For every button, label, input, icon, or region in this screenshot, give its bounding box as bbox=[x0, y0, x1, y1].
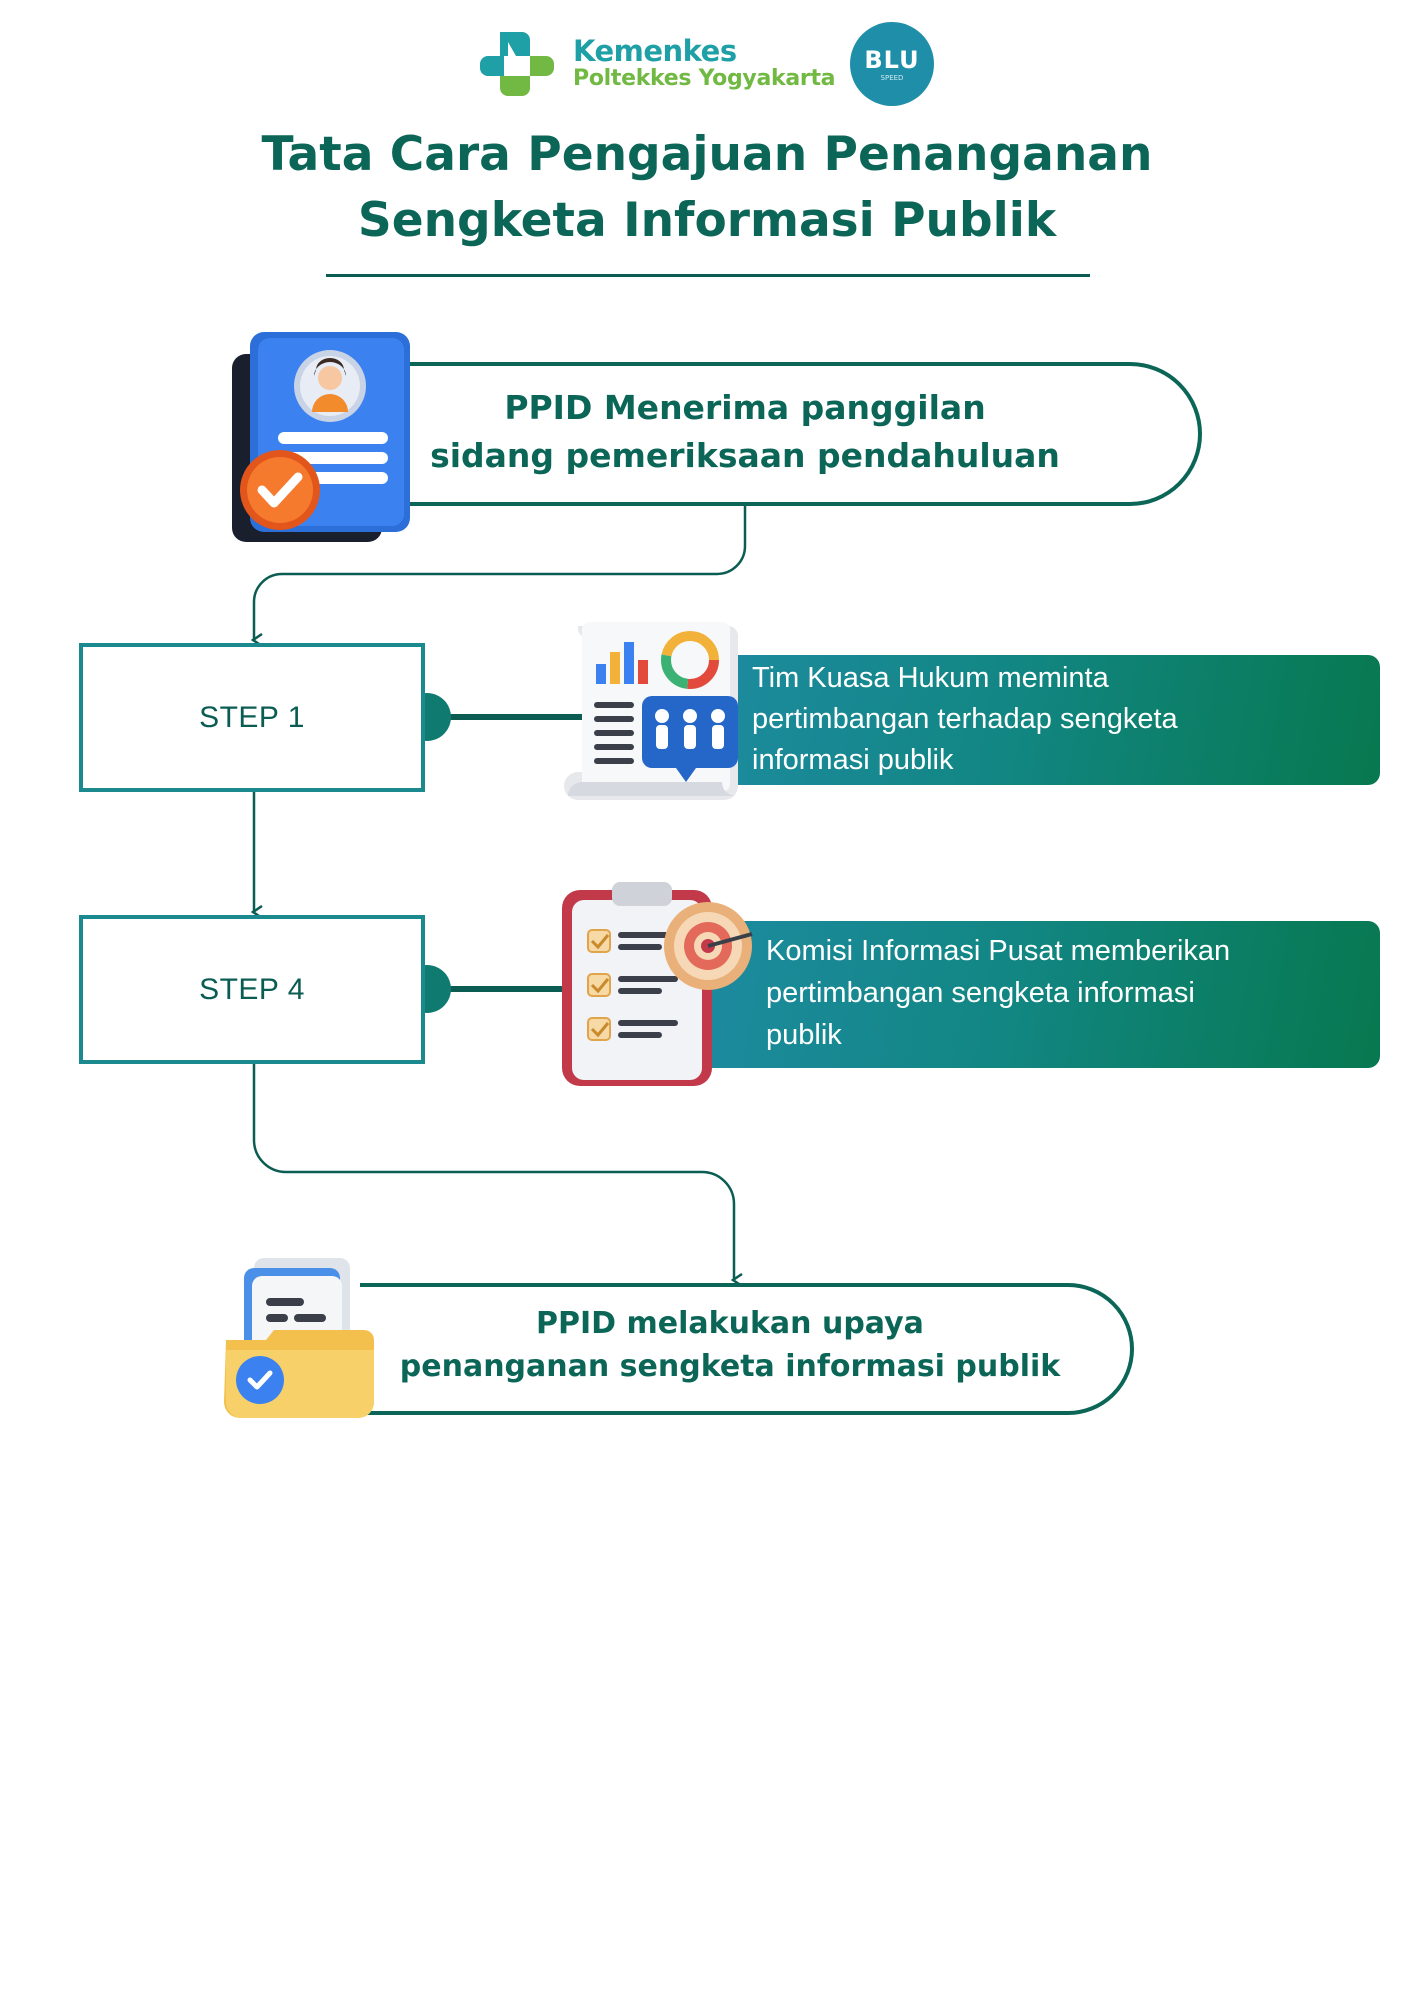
id-card-check-icon bbox=[232, 332, 410, 542]
end-step-line1: PPID melakukan upaya bbox=[536, 1306, 924, 1341]
step1-line2: pertimbangan terhadap sengketa bbox=[752, 703, 1178, 735]
start-step-line1: PPID Menerima panggilan bbox=[504, 388, 986, 427]
report-chart-icon bbox=[564, 622, 738, 800]
step1-description: Tim Kuasa Hukum meminta pertimbangan ter… bbox=[752, 658, 1372, 781]
end-step-line2: penanganan sengketa informasi publik bbox=[399, 1349, 1061, 1384]
page-title-line2: Sengketa Informasi Publik bbox=[357, 193, 1057, 248]
step4-line3: publik bbox=[766, 1019, 842, 1051]
checklist-target-icon bbox=[562, 882, 753, 1086]
step1-line3: informasi publik bbox=[752, 744, 954, 776]
folder-verified-icon bbox=[224, 1258, 374, 1418]
header-logo bbox=[478, 22, 808, 104]
page-title-line1: Tata Cara Pengajuan Penanganan bbox=[261, 127, 1153, 182]
start-step-line2: sidang pemeriksaan pendahuluan bbox=[430, 436, 1060, 475]
blu-badge bbox=[850, 22, 934, 106]
brand-subtitle: Poltekkes Yogyakarta bbox=[573, 66, 836, 91]
step4-description: Komisi Informasi Pusat memberikan pertim… bbox=[766, 930, 1362, 1056]
start-pill-outline bbox=[395, 362, 1202, 506]
brand-name: Kemenkes bbox=[573, 34, 737, 68]
step1-box: STEP 1 bbox=[79, 643, 425, 792]
title-divider bbox=[326, 274, 1090, 277]
step4-panel bbox=[700, 921, 1380, 1068]
step1-line1: Tim Kuasa Hukum meminta bbox=[752, 662, 1109, 694]
page-title: Tata Cara Pengajuan Penanganan Sengketa … bbox=[200, 122, 1214, 254]
blu-badge-text: BLU bbox=[864, 46, 920, 74]
step1-panel bbox=[700, 655, 1380, 785]
step4-line2: pertimbangan sengketa informasi bbox=[766, 977, 1195, 1009]
end-step-text: PPID melakukan upaya penanganan sengketa… bbox=[380, 1302, 1080, 1388]
end-pill-outline bbox=[360, 1283, 1134, 1415]
start-step-text: PPID Menerima panggilan sidang pemeriksa… bbox=[400, 384, 1090, 480]
kemenkes-logo-icon bbox=[480, 32, 554, 96]
blu-badge-subtext: SPEED bbox=[880, 74, 904, 82]
step4-line1: Komisi Informasi Pusat memberikan bbox=[766, 935, 1231, 967]
step4-box: STEP 4 bbox=[79, 915, 425, 1064]
connector-step4-to-end bbox=[252, 1064, 734, 1280]
connector-start-to-step1 bbox=[254, 505, 747, 640]
